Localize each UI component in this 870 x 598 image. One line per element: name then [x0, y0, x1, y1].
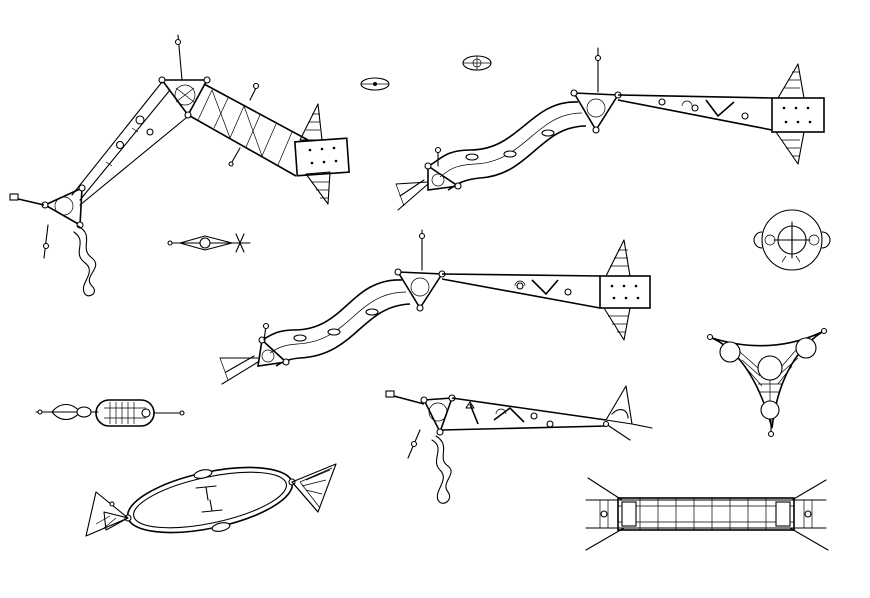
triangle-net-plan: [706, 327, 828, 438]
oval-loop-course: [85, 463, 337, 537]
ladder-bridge-plan: [585, 477, 829, 551]
wave-bridge-course-top: [395, 47, 825, 211]
mini-target-icon-2: [462, 55, 492, 71]
wave-bridge-course-middle: [219, 229, 651, 385]
rope-course-zigzag: [9, 34, 350, 297]
cable-clamp-detail: [35, 399, 185, 427]
round-platform-plan: [753, 209, 831, 271]
tension-anchor-small: [167, 233, 251, 253]
mini-target-icon-1: [360, 77, 390, 91]
rope-course-straight: [385, 385, 653, 504]
